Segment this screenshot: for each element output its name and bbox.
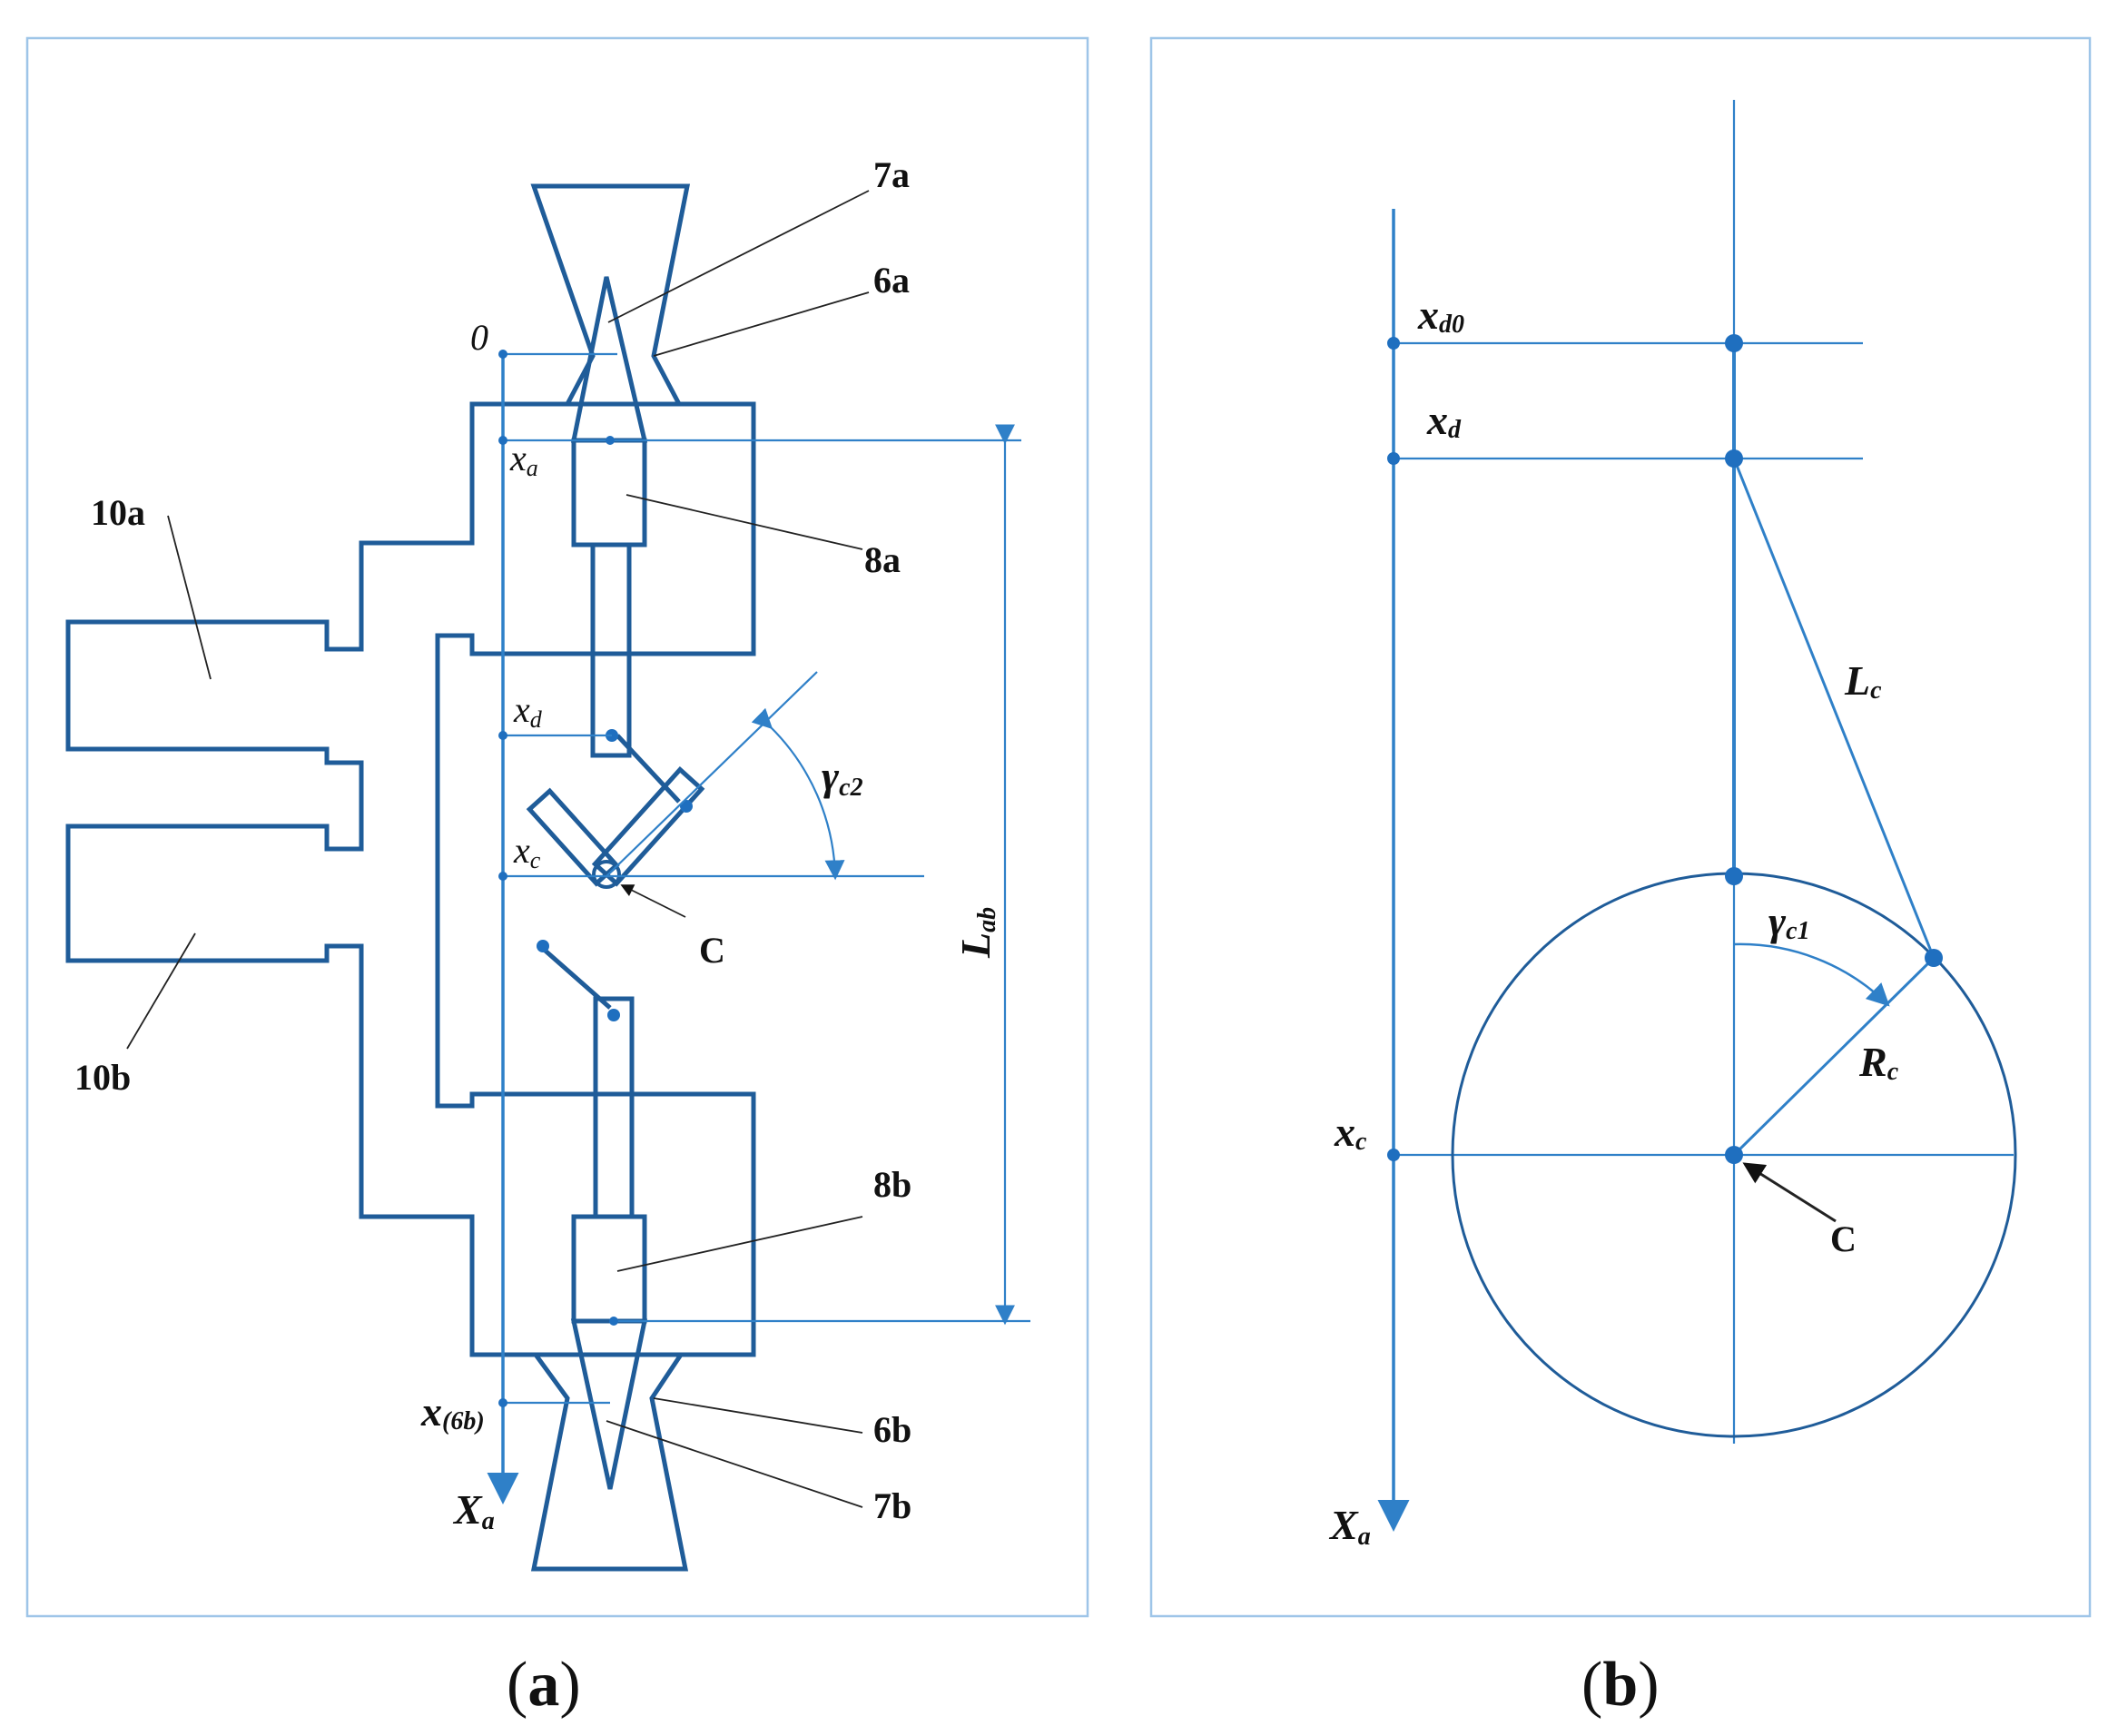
label-xd: xd xyxy=(513,689,543,733)
panel-b: xd0 xd xc Xa Lc Rc γc1 C xyxy=(1149,36,2092,1618)
label-xd-b: xd xyxy=(1426,397,1462,444)
label-6a: 6a xyxy=(873,260,910,301)
label-xc-b: xc xyxy=(1334,1109,1367,1156)
label-origin: 0 xyxy=(470,317,488,358)
label-Xa-a: Xa xyxy=(452,1486,495,1535)
link-lc xyxy=(1732,458,1936,959)
caption-a: (a) xyxy=(507,1650,581,1720)
needle-7b xyxy=(570,1318,648,1490)
block-8b xyxy=(571,1214,647,1324)
label-Xa-b: Xa xyxy=(1328,1502,1371,1551)
label-rc: Rc xyxy=(1858,1039,1899,1086)
gamma-c1-arc xyxy=(1733,942,1890,1007)
linkage xyxy=(591,766,705,887)
rod-lower xyxy=(593,996,635,1219)
label-10b: 10b xyxy=(74,1057,131,1098)
caption-b: (b) xyxy=(1581,1650,1660,1720)
label-point-c-b: C xyxy=(1830,1218,1857,1259)
label-7a: 7a xyxy=(873,154,910,195)
label-7b: 7b xyxy=(873,1485,911,1526)
pivot-c xyxy=(592,860,621,889)
needle-7a xyxy=(570,276,648,443)
block-8a xyxy=(571,438,647,547)
gamma-c2-arc xyxy=(751,707,845,881)
panel-a: 7a 6a 10a 8a 10b 8b 6b 7b C 0 xa xd xc x… xyxy=(25,36,1089,1618)
label-xc: xc xyxy=(513,830,541,873)
label-gamma-c1: γc1 xyxy=(1768,898,1810,945)
panel-a-frame xyxy=(25,36,1089,1618)
label-lc: Lc xyxy=(1844,657,1882,705)
rod-upper xyxy=(590,542,632,758)
label-8b: 8b xyxy=(873,1164,911,1205)
label-point-c-a: C xyxy=(699,930,725,971)
radius-rc xyxy=(1732,956,1936,1157)
upper-housing xyxy=(65,401,756,1357)
label-8a: 8a xyxy=(864,539,901,580)
label-lab: Lab xyxy=(952,907,1001,959)
bottom-nozzle-6b xyxy=(530,1352,689,1572)
label-xa: xa xyxy=(509,438,538,481)
label-x6b: x(6b) xyxy=(420,1388,485,1435)
label-10a: 10a xyxy=(91,492,145,533)
label-gamma-c2: γc2 xyxy=(822,753,863,802)
label-6b: 6b xyxy=(873,1409,911,1450)
panel-b-frame xyxy=(1149,36,2092,1618)
label-xd0: xd0 xyxy=(1417,291,1464,339)
